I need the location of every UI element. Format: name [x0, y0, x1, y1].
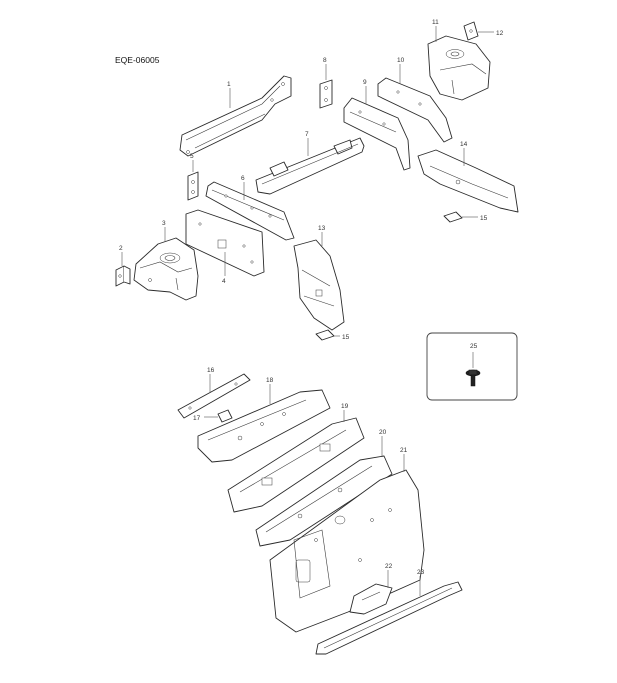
callout-18: 17 [193, 415, 201, 422]
part-15-clip-upper[interactable] [443, 211, 463, 223]
part-12-bracket[interactable] [463, 21, 479, 41]
callout-2: 2 [119, 245, 123, 252]
callout-8: 8 [323, 57, 327, 64]
callout-23: 22 [385, 563, 393, 570]
part-9-side-member[interactable] [343, 97, 411, 171]
part-10-apron[interactable] [377, 77, 453, 143]
callout-4: 4 [222, 278, 226, 285]
part-7-cross-member[interactable] [255, 137, 365, 195]
callout-11: 11 [432, 19, 439, 26]
bolt-inset: 25 [426, 332, 518, 401]
part-1-side-rail[interactable] [179, 75, 292, 157]
part-23-bracket[interactable] [349, 583, 393, 615]
part-21-dash-upper[interactable] [255, 455, 393, 547]
callout-15b: 15 [342, 334, 350, 341]
part-18-bracket[interactable] [217, 409, 233, 423]
callout-15a: 15 [480, 215, 488, 222]
callout-20: 19 [341, 403, 349, 410]
part-13-pillar[interactable] [293, 239, 345, 331]
callout-17: 16 [207, 367, 215, 374]
diagram-code: EQE-06005 [115, 55, 160, 65]
callout-25: 25 [470, 343, 478, 350]
callout-5: 5 [190, 153, 194, 160]
callout-22: 21 [400, 447, 408, 454]
part-8-bracket[interactable] [319, 79, 333, 109]
part-3-strut-housing[interactable] [133, 237, 199, 301]
callout-24: 23 [417, 569, 425, 576]
part-19-cowl-top[interactable] [197, 389, 331, 463]
part-20-cowl-lower[interactable] [227, 417, 365, 513]
part-15-clip-lower[interactable] [315, 329, 335, 341]
callout-9: 9 [363, 79, 367, 86]
part-11-strut-tower[interactable] [427, 35, 491, 101]
part-17-cowl-bar[interactable] [177, 373, 251, 419]
callout-14: 14 [460, 141, 468, 148]
callout-12: 12 [496, 30, 504, 37]
part-4-inner-panel[interactable] [185, 209, 265, 277]
callout-7: 7 [305, 131, 309, 138]
part-2-bracket[interactable] [115, 265, 131, 287]
callout-1: 1 [227, 81, 231, 88]
callout-13: 13 [318, 225, 326, 232]
callout-3: 3 [162, 220, 166, 227]
part-5-plate[interactable] [187, 171, 199, 201]
part-6-reinforcement[interactable] [205, 181, 295, 241]
part-24-tie-bar[interactable] [315, 581, 463, 655]
callout-6: 6 [241, 175, 245, 182]
callout-21: 20 [379, 429, 387, 436]
callout-19: 18 [266, 377, 274, 384]
bolt-icon[interactable] [465, 369, 481, 387]
callout-10: 10 [397, 57, 405, 64]
part-14-wheelhouse[interactable] [417, 149, 519, 213]
